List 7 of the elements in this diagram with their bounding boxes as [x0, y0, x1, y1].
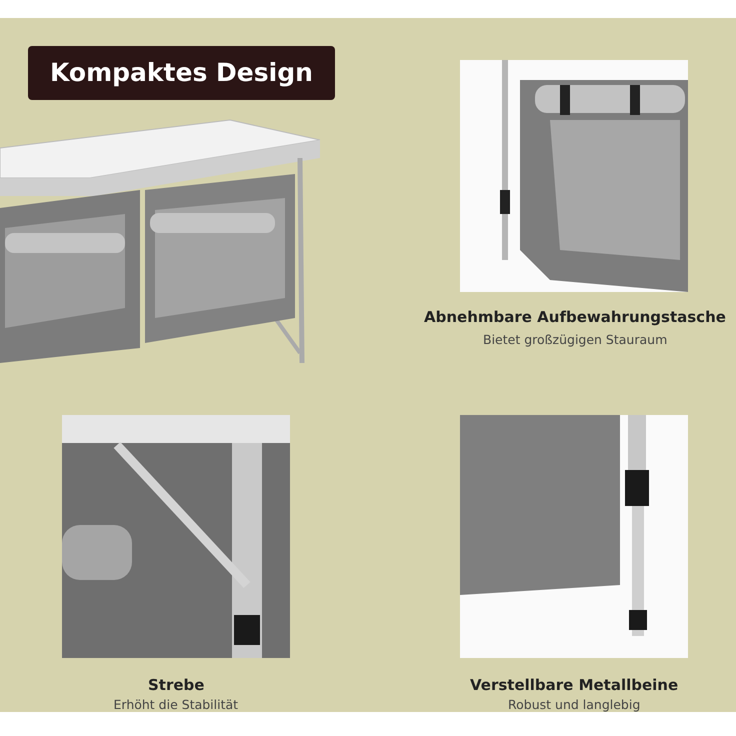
feature-description: Robust und langlebig [508, 697, 640, 712]
feature-heading: Abnehmbare Aufbewahrungstasche [424, 308, 726, 326]
feature-description: Erhöht die Stabilität [114, 697, 238, 712]
feature-description: Bietet großzügigen Stauraum [483, 332, 668, 347]
feature-heading: Strebe [148, 676, 204, 694]
title-banner: Kompaktes Design [28, 46, 335, 100]
feature-heading: Verstellbare Metallbeine [470, 676, 678, 694]
